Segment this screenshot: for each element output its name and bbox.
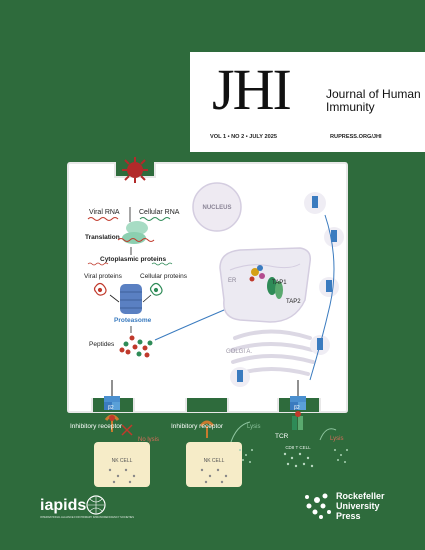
viral-rna-strand xyxy=(87,217,119,221)
journal-name: Journal of Human Immunity xyxy=(326,87,421,114)
rockefeller-logo xyxy=(305,493,331,519)
lysis-arrow-1 xyxy=(229,421,251,446)
nk-cell-2-label: NK CELL xyxy=(204,458,225,464)
tap-transporter-icon xyxy=(267,277,283,299)
trafficking-arrow xyxy=(309,214,335,381)
virus-icon xyxy=(122,157,148,183)
mhc-b2-label: β2 xyxy=(108,405,114,411)
mhc-molecule-3 xyxy=(290,380,306,410)
issue-info: VOL 1 • NO 2 • JULY 2025 xyxy=(210,134,277,140)
nk-cell-2 xyxy=(186,442,242,487)
blocked-lysis-icon xyxy=(121,424,133,436)
journal-url: RUPRESS.ORG/JHI xyxy=(330,134,382,140)
nucleus-label: NUCLEUS xyxy=(202,205,231,211)
nucleus xyxy=(192,182,242,232)
viral-protein-icon xyxy=(93,282,107,296)
cellular-protein-icon xyxy=(149,282,163,296)
vesicle-1 xyxy=(304,192,326,214)
cellular-rna-strand xyxy=(139,217,171,221)
nk-cell-1-label: NK CELL xyxy=(112,458,133,464)
inhibitory-receptor-2-icon xyxy=(199,420,215,438)
cd8-label: CD8 T CELL xyxy=(285,445,311,450)
viral-rna-label: Viral RNA xyxy=(89,209,120,216)
tcr-label: TCR xyxy=(275,433,289,440)
tap2-label: TAP2 xyxy=(286,299,301,305)
vesicle-2 xyxy=(324,227,344,247)
lysis-1-label: Lysis xyxy=(247,424,260,430)
proteasome-icon xyxy=(120,284,142,314)
golgi-label: GOLGI A. xyxy=(226,349,252,355)
rockefeller-line3: Press xyxy=(336,511,361,521)
mhc-b2-label-3: β2 xyxy=(294,405,300,411)
viral-proteins-label: Viral proteins xyxy=(84,273,123,280)
rockefeller-line2: University xyxy=(336,501,380,511)
journal-logo: JHI xyxy=(212,57,292,122)
rockefeller-line1: Rockefeller xyxy=(336,491,385,501)
membrane-notch-2 xyxy=(186,398,228,412)
proteasome-label: Proteasome xyxy=(114,317,152,324)
iapids-wordmark: iapids xyxy=(40,497,86,514)
iapids-logo xyxy=(86,495,106,515)
inhibitory-receptor-2-label: Inhibitory receptor xyxy=(171,423,224,430)
iapids-subtitle: INTERNATIONAL ALLIANCE FOR PRIMARY IMMUN… xyxy=(40,515,134,519)
lysis-arrow-2 xyxy=(319,428,337,441)
cd8-t-cell xyxy=(283,452,314,468)
cellular-rna-label: Cellular RNA xyxy=(139,209,180,216)
peptides-label: Peptides xyxy=(89,341,115,348)
lysis-granules-1 xyxy=(239,449,253,463)
cytoplasmic-label: Cytoplasmic proteins xyxy=(100,256,166,263)
tcr-icon xyxy=(292,411,303,430)
vesicle-5 xyxy=(230,367,250,387)
lysis-granules-2 xyxy=(334,449,348,463)
ribosome-icon xyxy=(117,221,155,244)
tap1-label: TAP1 xyxy=(272,280,287,286)
vesicle-3 xyxy=(319,277,339,297)
no-lysis-label: No lysis xyxy=(138,437,159,443)
mhc-molecule-1 xyxy=(104,380,120,410)
mhc-loading-complex xyxy=(249,265,265,282)
masthead: JHI Journal of Human Immunity VOL 1 • NO… xyxy=(190,52,425,152)
er-label: ER xyxy=(228,278,237,284)
nk-cell-1 xyxy=(94,442,150,487)
endoplasmic-reticulum xyxy=(219,247,312,323)
translation-label: Translation xyxy=(85,234,120,241)
lysis-2-label: Lysis xyxy=(330,436,343,442)
peptides-cluster xyxy=(119,335,153,358)
inhibitory-receptor-1-icon xyxy=(104,414,120,432)
cellular-proteins-label: Cellular proteins xyxy=(140,273,188,280)
inhibitory-receptor-1-label: Inhibitory receptor xyxy=(70,423,123,430)
